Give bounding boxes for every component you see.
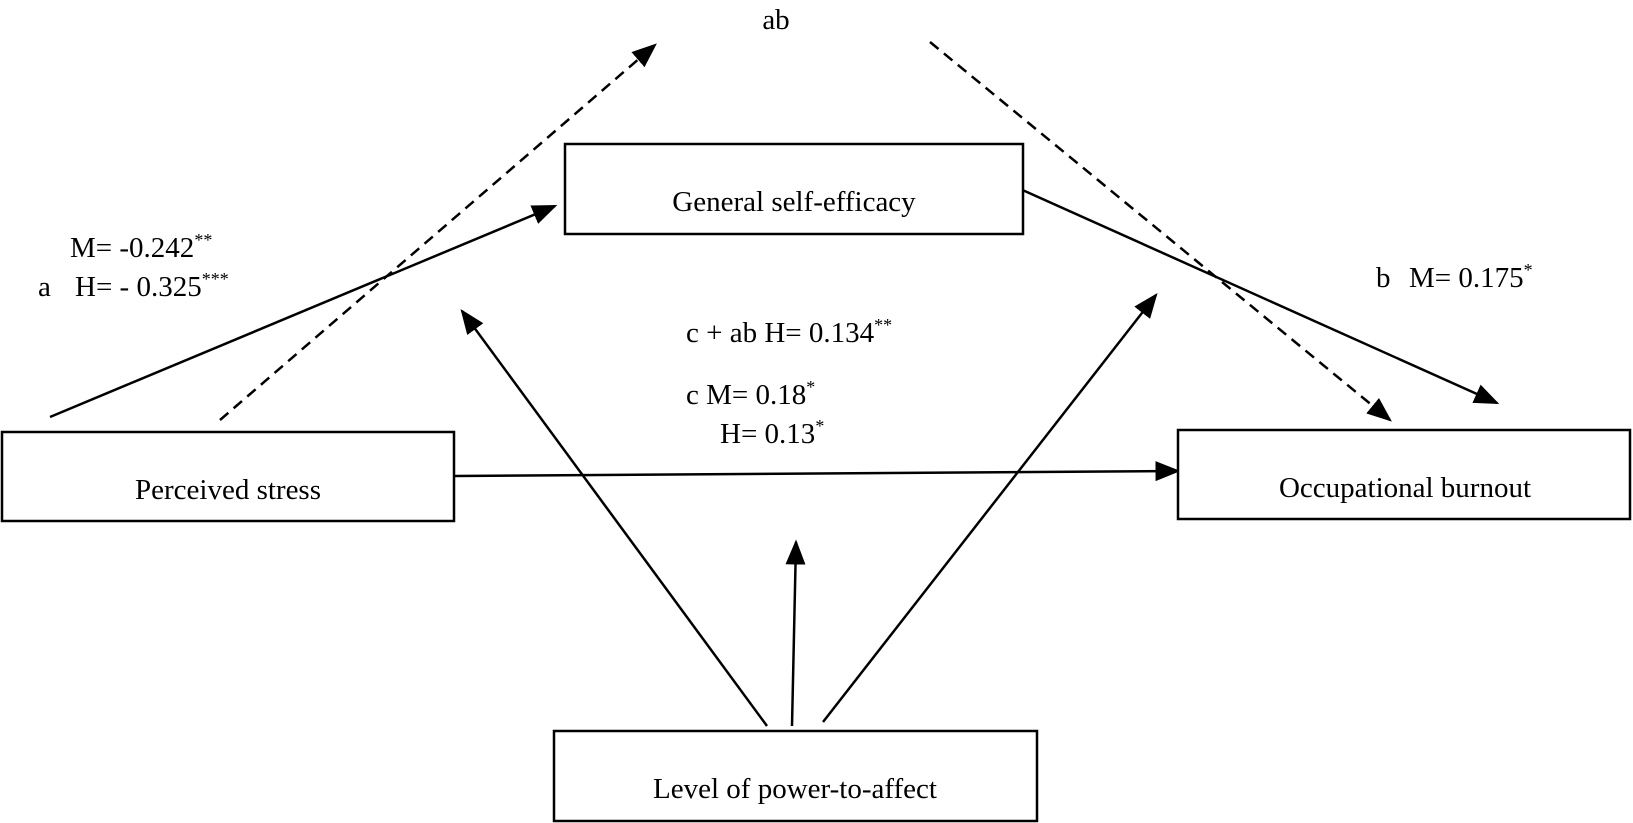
path-a-arrow <box>49 204 558 419</box>
label-c-plus-ab-text: c + ab H= 0.134 <box>686 317 875 349</box>
moderator-arrow-c <box>785 539 806 727</box>
label-b-m-sig: * <box>1524 260 1533 280</box>
label-a-letter: a <box>38 271 51 303</box>
label-c-plus-ab: c + ab H= 0.134** <box>686 315 892 349</box>
node-level-of-power-to-affect: Level of power-to-affect <box>552 729 1039 823</box>
node-level-of-power-to-affect-label: Level of power-to-affect <box>653 773 937 805</box>
indirect-path-arrow-right <box>929 41 1392 422</box>
moderator-arrow-a <box>460 308 769 727</box>
label-c-m: c M= 0.18* <box>686 377 815 411</box>
node-general-self-efficacy-label: General self-efficacy <box>672 186 916 218</box>
label-c-h-text: H= 0.13 <box>720 418 815 450</box>
label-c-plus-ab-sig: ** <box>874 315 892 335</box>
indirect-path-arrow-left <box>219 43 657 421</box>
node-perceived-stress-label: Perceived stress <box>135 474 321 506</box>
label-a-h-text: H= - 0.325 <box>75 271 202 303</box>
label-a-h: H= - 0.325*** <box>75 269 229 303</box>
label-a-h-sig: *** <box>202 269 229 289</box>
label-c-m-text: c M= 0.18 <box>686 379 806 411</box>
label-a-m: M= -0.242** <box>70 230 212 264</box>
label-c-m-sig: * <box>806 377 815 397</box>
label-c-h: H= 0.13* <box>720 416 824 450</box>
moderator-arrow-b <box>822 293 1158 723</box>
label-a-m-sig: ** <box>194 230 212 250</box>
path-b-arrow <box>1017 186 1500 405</box>
label-c-h-sig: * <box>815 416 824 436</box>
label-b-m-text: M= 0.175 <box>1409 262 1524 294</box>
node-general-self-efficacy: General self-efficacy <box>563 142 1025 236</box>
node-perceived-stress: Perceived stress <box>0 430 456 523</box>
node-occupational-burnout-label: Occupational burnout <box>1279 472 1531 504</box>
path-c-arrow <box>454 461 1181 482</box>
label-b-letter: b <box>1376 262 1391 294</box>
node-occupational-burnout: Occupational burnout <box>1176 428 1632 521</box>
label-ab: ab <box>762 4 789 36</box>
label-b-m: M= 0.175* <box>1409 260 1533 294</box>
label-a-m-text: M= -0.242 <box>70 232 194 264</box>
